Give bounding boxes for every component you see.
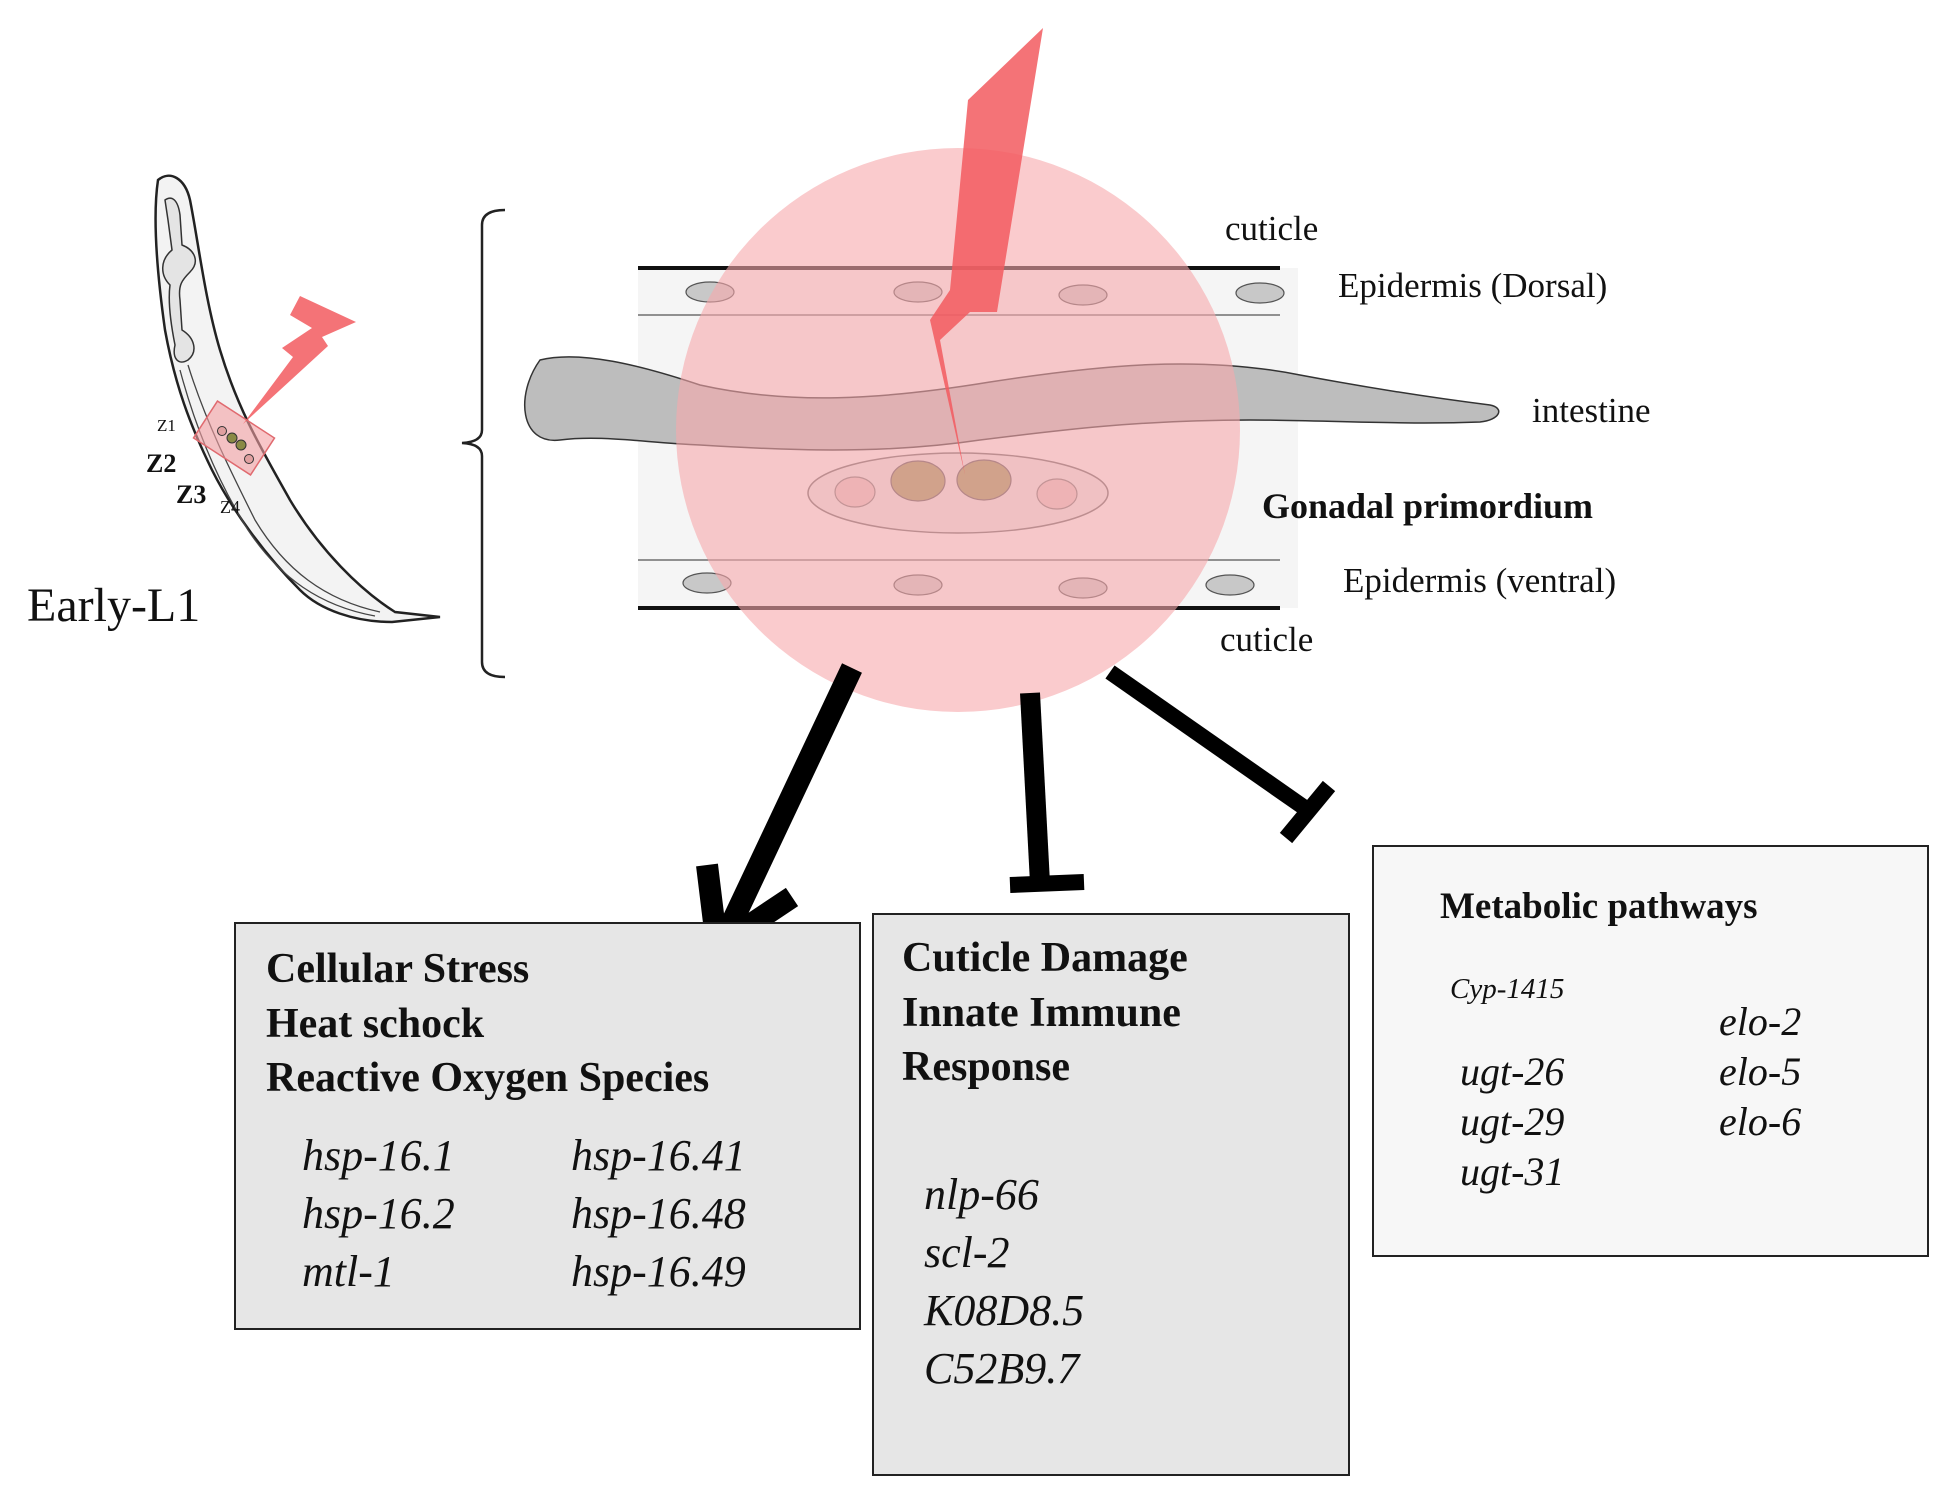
worm-gut-line <box>187 364 381 613</box>
epidermis-dorsal-label: Epidermis (Dorsal) <box>1338 266 1608 305</box>
z1-label: Z1 <box>157 416 176 435</box>
gene-elo-6: elo-6 <box>1719 1099 1802 1144</box>
induced-title-line-1: Cellular Stress <box>266 946 530 992</box>
gene-ugt-26: ugt-26 <box>1460 1049 1565 1094</box>
gene-cyp-1415: Cyp-1415 <box>1450 973 1565 1005</box>
zoom-bracket <box>461 208 506 679</box>
dorsal-nucleus <box>1235 282 1285 304</box>
metabolic-box: Metabolic pathways Cyp-1415 ugt-26 ugt-2… <box>1372 845 1929 1257</box>
gene-ugt-29: ugt-29 <box>1460 1099 1565 1144</box>
z4-label: Z4 <box>220 497 240 517</box>
ventral-nucleus <box>1205 574 1255 596</box>
inhibition-bar-1-tbar-icon <box>1009 874 1085 893</box>
worm-z1-cell <box>217 426 227 436</box>
induced-title: Cellular Stress Heat schock Reactive Oxy… <box>266 942 709 1106</box>
cuticle-top-label: cuticle <box>1225 209 1319 248</box>
gene-mtl-1: mtl-1 <box>302 1247 395 1296</box>
intestine-label: intestine <box>1532 391 1651 430</box>
cuticle-immune-title-line-1: Cuticle Damage <box>902 935 1188 981</box>
gene-k08d8-5: K08D8.5 <box>924 1286 1085 1335</box>
gonadal-primordium-label: Gonadal primordium <box>1262 486 1594 526</box>
worm-z4-cell <box>244 454 254 464</box>
gene-hsp-16-2: hsp-16.2 <box>302 1189 455 1238</box>
gene-scl-2: scl-2 <box>924 1228 1010 1277</box>
epidermis-ventral-label: Epidermis (ventral) <box>1343 561 1617 600</box>
gene-elo-2: elo-2 <box>1719 999 1802 1044</box>
induced-title-line-2: Heat schock <box>266 1000 485 1047</box>
gene-hsp-16-1: hsp-16.1 <box>302 1131 455 1180</box>
cuticle-immune-title: Cuticle Damage Innate Immune Response <box>902 931 1188 1095</box>
stage-label: Early-L1 <box>27 579 201 632</box>
worm-z2-cell <box>226 432 238 444</box>
inhibition-bar-2-tbar-icon <box>1279 780 1336 844</box>
gene-ugt-31: ugt-31 <box>1460 1149 1565 1194</box>
cuticle-immune-box: Cuticle Damage Innate Immune Response nl… <box>872 913 1350 1476</box>
worm-illustration <box>154 174 441 624</box>
worm-body <box>154 174 441 624</box>
inhibition-bar-2-shaft <box>1105 665 1317 820</box>
gene-c52b9-7: C52B9.7 <box>924 1344 1080 1393</box>
laser-spot <box>676 148 1240 712</box>
gene-hsp-16-48: hsp-16.48 <box>571 1189 746 1238</box>
z3-label: Z3 <box>176 480 207 509</box>
worm-z3-cell <box>235 439 247 451</box>
gene-elo-5: elo-5 <box>1719 1049 1802 1094</box>
activation-arrow-shaft <box>716 663 862 940</box>
induced-title-line-3: Reactive Oxygen Species <box>266 1055 710 1102</box>
inhibition-bar-1-shaft <box>1020 692 1050 884</box>
z2-label: Z2 <box>146 449 177 478</box>
induced-genes-box: Cellular Stress Heat schock Reactive Oxy… <box>234 922 861 1330</box>
gene-nlp-66: nlp-66 <box>924 1170 1039 1219</box>
worm-pharynx <box>162 197 197 363</box>
gene-hsp-16-49: hsp-16.49 <box>571 1247 746 1296</box>
cuticle-immune-title-line-2: Innate Immune <box>902 989 1181 1036</box>
small-laser-bolt-icon <box>243 296 356 424</box>
laser-bolt-icon <box>930 28 1043 475</box>
cuticle-immune-title-line-3: Response <box>902 1044 1071 1091</box>
effect-arrows <box>696 663 1336 967</box>
metabolic-title: Metabolic pathways <box>1440 886 1758 927</box>
gene-hsp-16-41: hsp-16.41 <box>571 1131 746 1180</box>
cuticle-bottom-label: cuticle <box>1220 620 1314 659</box>
